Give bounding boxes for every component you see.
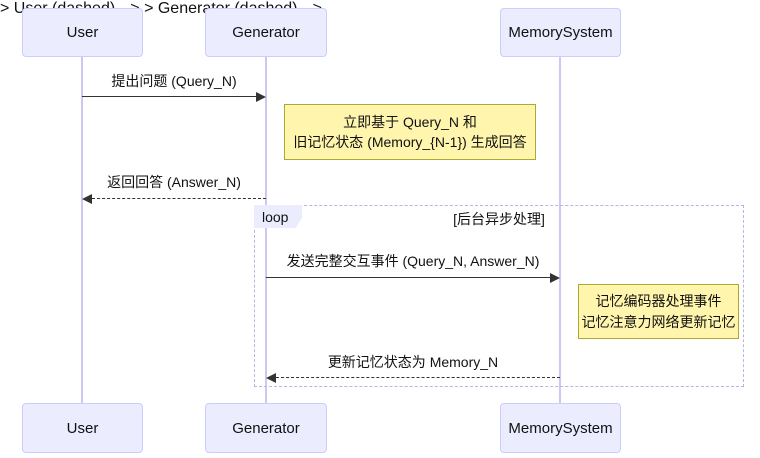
participant-label: MemorySystem bbox=[508, 419, 613, 437]
message-text-3: 发送完整交互事件 (Query_N, Answer_N) bbox=[286, 253, 540, 269]
loop-condition: [后台异步处理] bbox=[453, 211, 545, 227]
participant-box-memorysystem-top: MemorySystem bbox=[500, 8, 621, 57]
arrowhead-left-icon bbox=[82, 194, 92, 204]
note-line: 记忆注意力网络更新记忆 bbox=[581, 313, 736, 330]
loop-frame: loop [后台异步处理] bbox=[254, 205, 744, 387]
participant-label: MemorySystem bbox=[508, 24, 613, 41]
note-generate-answer: 立即基于 Query_N 和 旧记忆状态 (Memory_{N-1}) 生成回答 bbox=[284, 104, 536, 160]
lifeline-user bbox=[81, 57, 83, 403]
message-line-3 bbox=[266, 277, 551, 278]
message-line-1 bbox=[82, 96, 257, 97]
participant-box-user-bottom: User bbox=[22, 403, 143, 453]
participant-box-generator-top: Generator bbox=[205, 8, 327, 57]
message-line-2 bbox=[92, 198, 266, 199]
arrowhead-right-icon bbox=[550, 273, 560, 283]
participant-label: Generator bbox=[232, 419, 300, 437]
participant-box-memorysystem-bottom: MemorySystem bbox=[500, 403, 621, 453]
arrowhead-left-icon bbox=[266, 373, 276, 383]
lifeline-memorysystem bbox=[559, 57, 561, 403]
lifeline-generator bbox=[265, 57, 267, 403]
loop-label: loop bbox=[262, 208, 289, 225]
message-text-4: 更新记忆状态为 Memory_N bbox=[327, 354, 499, 370]
participant-label: Generator bbox=[232, 24, 300, 41]
participant-label: User bbox=[66, 419, 99, 437]
participant-label: User bbox=[66, 24, 99, 41]
participant-box-generator-bottom: Generator bbox=[205, 403, 327, 453]
note-memory-update: 记忆编码器处理事件 记忆注意力网络更新记忆 bbox=[578, 284, 739, 339]
message-line-4 bbox=[276, 377, 560, 378]
participant-box-user-top: User bbox=[22, 8, 143, 57]
loop-label-tab: loop bbox=[254, 205, 302, 228]
message-text-1: 提出问题 (Query_N) bbox=[111, 73, 237, 89]
note-line: 记忆编码器处理事件 bbox=[595, 293, 722, 310]
message-text-2: 返回回答 (Answer_N) bbox=[107, 174, 241, 190]
note-line: 旧记忆状态 (Memory_{N-1}) 生成回答 bbox=[293, 134, 527, 150]
arrowhead-right-icon bbox=[256, 92, 266, 102]
note-line: 立即基于 Query_N 和 bbox=[343, 113, 477, 130]
